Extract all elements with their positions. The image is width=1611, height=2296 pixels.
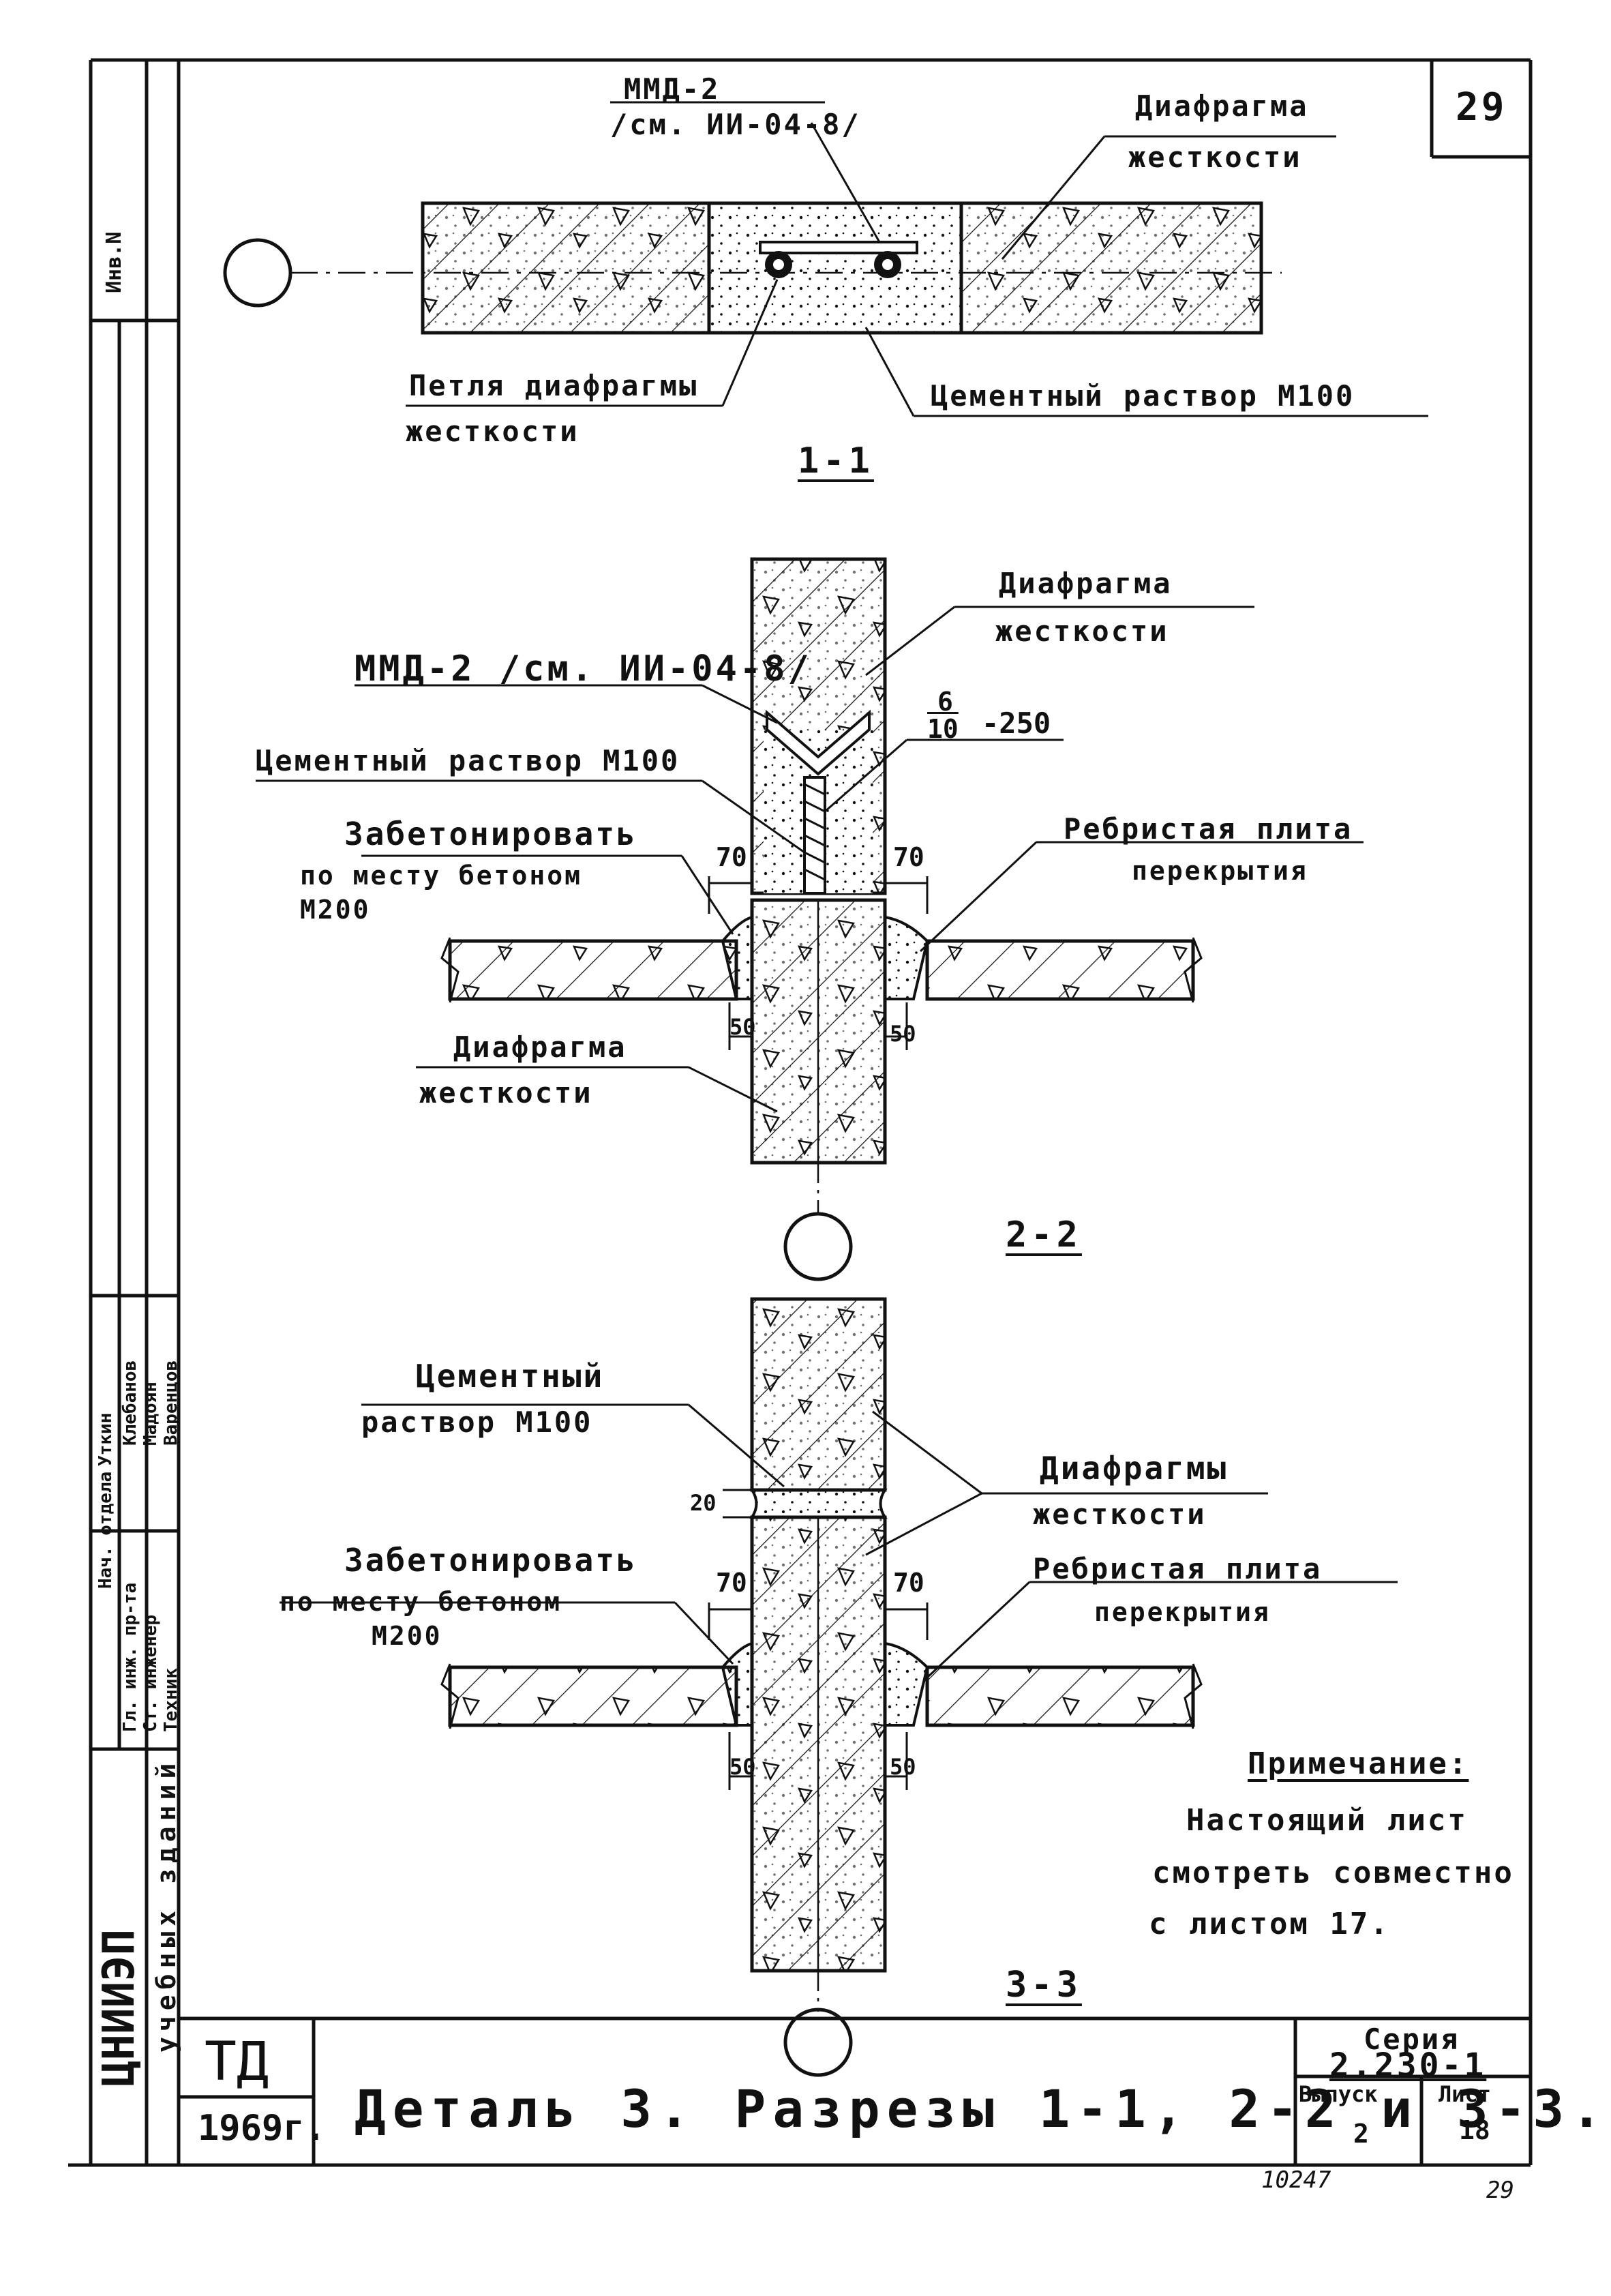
mortar-joint-3-3 <box>749 1489 888 1519</box>
stamp-org-line2: учебных зданий <box>151 1757 181 2053</box>
note-line3: с листом 17. <box>1149 1907 1390 1941</box>
s22-mortar: Цементный раствор М100 <box>256 744 680 777</box>
s22-dim-right-top: 70 <box>893 842 924 872</box>
s33-slab-line2: перекрытия <box>1094 1597 1271 1627</box>
s22-dim-right-bottom: 50 <box>890 1021 916 1047</box>
s33-mortar-line1: Цементный <box>416 1358 605 1395</box>
page-number-top: 29 <box>1456 85 1507 130</box>
infill-concrete-right-3-3 <box>884 1641 929 1727</box>
tb-year: 1969г. <box>198 2108 326 2149</box>
note-heading: Примечание: <box>1248 1746 1469 1781</box>
s33-concrete-line2: по месту бетоном <box>280 1587 562 1617</box>
s22-concrete-line2: по месту бетоном <box>300 861 583 891</box>
s33-diaphragms-line1: Диафрагмы <box>1040 1450 1229 1487</box>
s33-mortar-line2: раствор М100 <box>361 1405 593 1439</box>
s33-dim-gap: 20 <box>690 1490 717 1516</box>
stamp-role-3: Техник <box>161 1668 181 1732</box>
note-line1: Настоящий лист <box>1186 1803 1468 1838</box>
s11-mmd-ref: /см. ИИ-04-8/ <box>610 108 861 141</box>
infill-concrete-left-2-2 <box>721 915 753 1000</box>
stamp-role-2: Ст. инженер <box>140 1614 161 1732</box>
s22-mmd: ММД-2 /см. ИИ-04-8/ <box>355 648 812 689</box>
s22-dim-left-bottom: 50 <box>729 1014 756 1040</box>
s22-concrete-line1: Забетонировать <box>344 816 637 852</box>
stamp-role-0: Нач. отдела <box>95 1471 116 1589</box>
axis-marker-2 <box>783 1212 853 1281</box>
axis-marker-3 <box>783 2008 853 2077</box>
s22-diaphragm-top-line2: жесткости <box>995 614 1169 648</box>
s33-dim-right-bottom: 50 <box>890 1754 916 1780</box>
tb-series-label: Серия <box>1364 2023 1460 2056</box>
tb-sheet-label: Лист <box>1439 2081 1492 2107</box>
s22-slab-line2: перекрытия <box>1132 856 1308 886</box>
s33-dim-left-bottom: 50 <box>729 1754 756 1780</box>
s11-diaphragm-line2: жесткости <box>1128 140 1302 174</box>
stamp-name-2: Мадоян <box>140 1382 161 1446</box>
s22-slab-line1: Ребристая плита <box>1064 812 1353 846</box>
section-1-1-drawing <box>223 101 1428 417</box>
tb-issue-label: Выпуск <box>1299 2081 1378 2107</box>
note-line2: смотреть совместно <box>1152 1855 1514 1890</box>
s33-dim-left-top: 70 <box>716 1568 747 1598</box>
stamp-role-1: Гл. инж. пр-та <box>120 1582 140 1732</box>
title-block-frame <box>179 2016 1531 2165</box>
stamp-org-line1: ЦНИИЭП <box>94 1928 145 2087</box>
s11-mortar: Цементный раствор М100 <box>931 379 1355 413</box>
inventory-label: Инв.N <box>102 231 126 293</box>
section-1-1-title: 1-1 <box>798 441 874 481</box>
s33-concrete-line3: М200 <box>372 1621 442 1651</box>
stamp-name-0: Уткин <box>95 1412 116 1466</box>
tb-issue-value: 2 <box>1353 2119 1369 2149</box>
section-2-2-title: 2-2 <box>1006 1214 1082 1255</box>
s33-diaphragms-line2: жесткости <box>1033 1497 1207 1531</box>
s11-mmd-label: ММД-2 <box>624 72 721 106</box>
section-2-2-drawing <box>256 557 1364 1281</box>
mortar-joint-1-1 <box>707 201 963 335</box>
page-number-bottom: 29 <box>1486 2177 1514 2204</box>
s22-rebar-den: 10 <box>927 714 959 744</box>
mmd-2-plate <box>759 241 918 254</box>
s22-dim-left-top: 70 <box>716 842 747 872</box>
stamp-name-3: Варенцов <box>161 1360 181 1446</box>
rebar-2-2 <box>803 776 826 895</box>
tb-sheet-value: 18 <box>1459 2115 1490 2145</box>
page-number-box <box>1430 60 1531 159</box>
stamp-name-1: Клебанов <box>120 1360 140 1446</box>
s22-rebar-num: 6 <box>937 687 953 717</box>
sheet-frame <box>68 58 1533 2167</box>
axis-marker-1 <box>223 238 292 308</box>
s33-dim-right-top: 70 <box>893 1568 924 1598</box>
tb-title: Деталь 3. Разрезы 1-1, 2-2 и 3-3. <box>355 2078 1609 2139</box>
s11-diaphragm-line1: Диафрагма <box>1135 89 1309 123</box>
s11-loop-line2: жесткости <box>406 415 579 448</box>
section-3-3-drawing <box>280 1297 1398 2077</box>
ink-note: 10247 <box>1261 2166 1331 2194</box>
s22-rebar-step: -250 <box>982 706 1051 740</box>
s22-diaphragm-bottom-line2: жесткости <box>419 1076 593 1109</box>
infill-concrete-left-3-3 <box>721 1641 753 1727</box>
s22-diaphragm-top-line1: Диафрагма <box>999 567 1173 600</box>
s11-loop-line1: Петля диафрагмы <box>409 369 699 402</box>
tb-code: ТД <box>205 2031 269 2093</box>
s22-concrete-line3: М200 <box>300 895 371 925</box>
s33-slab-line1: Ребристая плита <box>1033 1552 1323 1585</box>
s33-concrete-line1: Забетонировать <box>344 1542 637 1579</box>
section-3-3-title: 3-3 <box>1006 1965 1082 2006</box>
infill-concrete-right-2-2 <box>884 915 929 1000</box>
s22-diaphragm-bottom-line1: Диафрагма <box>453 1030 627 1064</box>
tb-series-value: 2.230-1 <box>1329 2046 1487 2085</box>
